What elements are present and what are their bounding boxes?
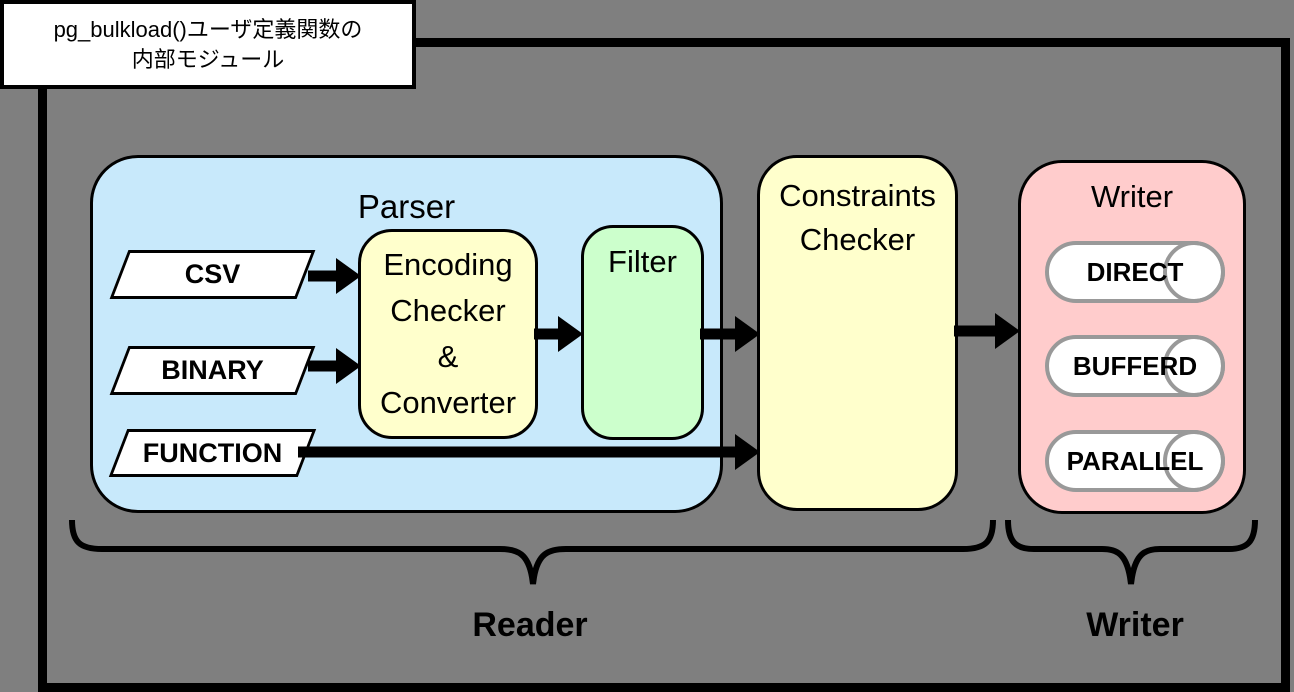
- writer-mode-direct-label: DIRECT: [1086, 256, 1184, 287]
- diagram-title-line-2: 内部モジュール: [131, 46, 285, 72]
- encoding-line-2: Checker: [390, 293, 506, 328]
- writer-mode-parallel-label: PARALLEL: [1066, 445, 1204, 476]
- writer-group: Writer DIRECT BUFFERD PARALLEL: [1018, 160, 1246, 514]
- encoding-line-1: Encoding: [383, 247, 513, 282]
- filter-label: Filter: [608, 244, 677, 279]
- reader-group-label: Reader: [472, 606, 588, 644]
- input-binary: BINARY: [109, 346, 316, 395]
- encoding-checker-converter-box: Encoding Checker & Converter: [358, 229, 538, 439]
- writer-mode-bufferd-label: BUFFERD: [1072, 350, 1198, 381]
- input-binary-label: BINARY: [161, 355, 264, 385]
- input-csv-label: CSV: [184, 259, 241, 289]
- writer-mode-parallel: PARALLEL: [1045, 430, 1225, 492]
- storage-cylinder-cap: [1163, 335, 1225, 397]
- encoding-line-4: Converter: [379, 385, 517, 420]
- constraints-line-1: Constraints: [779, 178, 936, 213]
- diagram-title-line-1: pg_bulkload()ユーザ定義関数の: [53, 16, 363, 42]
- writer-mode-bufferd: BUFFERD: [1045, 335, 1225, 397]
- encoding-line-3: &: [437, 339, 459, 374]
- parser-label: Parser: [357, 188, 456, 225]
- writer-mode-direct: DIRECT: [1045, 241, 1225, 303]
- filter-box: Filter: [581, 225, 704, 440]
- writer-label: Writer: [1090, 179, 1174, 214]
- outer-frame: [38, 38, 1290, 692]
- input-csv: CSV: [109, 250, 316, 299]
- storage-cylinder-cap: [1163, 430, 1225, 492]
- constraints-checker-box: Constraints Checker: [757, 155, 958, 511]
- input-function: FUNCTION: [108, 429, 317, 477]
- input-function-label: FUNCTION: [142, 437, 283, 468]
- writer-group-label: Writer: [1086, 606, 1184, 644]
- constraints-line-2: Checker: [799, 222, 916, 257]
- diagram-title-box: pg_bulkload()ユーザ定義関数の 内部モジュール: [0, 0, 416, 89]
- storage-cylinder-cap: [1163, 241, 1225, 303]
